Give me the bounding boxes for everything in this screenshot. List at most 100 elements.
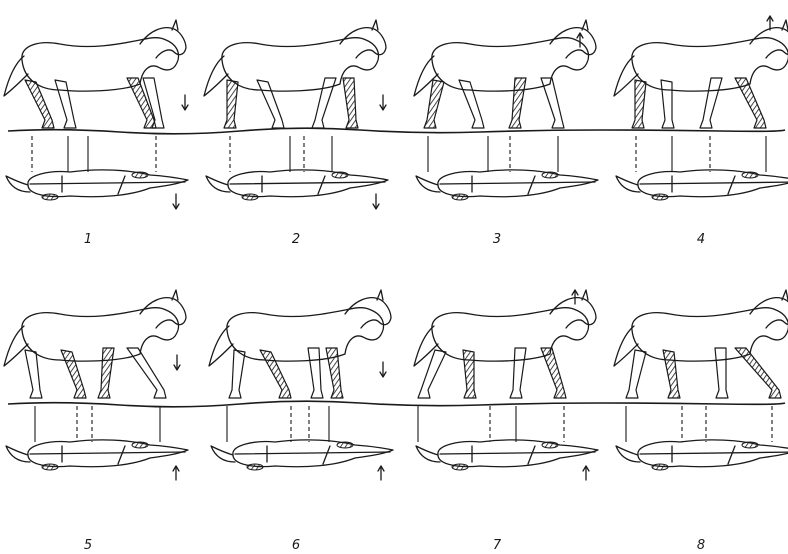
horse-side-view-8 bbox=[614, 290, 788, 398]
horse-plan-view-7 bbox=[416, 440, 598, 470]
plan-spine-line bbox=[235, 452, 390, 454]
horse-head bbox=[550, 28, 596, 58]
plan-motion-arrow-icon bbox=[583, 466, 589, 480]
horse-leg-2 bbox=[55, 80, 76, 128]
plan-motion-arrow-icon bbox=[378, 466, 384, 480]
horse-leg-3 bbox=[312, 78, 336, 128]
plan-hoof-mark bbox=[242, 194, 258, 200]
horse-tail bbox=[4, 326, 28, 366]
horse-leg-2 bbox=[459, 80, 484, 128]
horse-side-view-1 bbox=[4, 20, 186, 128]
frame-3 bbox=[414, 20, 598, 200]
frame-1 bbox=[4, 20, 188, 209]
plan-hoof-mark bbox=[742, 172, 758, 178]
horse-leg-4 bbox=[127, 348, 166, 398]
horse-leg-1 bbox=[626, 350, 646, 398]
plan-hoof-mark bbox=[742, 442, 758, 448]
horse-plan-view-1 bbox=[6, 170, 188, 200]
plan-spine-line bbox=[30, 182, 185, 184]
plan-hoof-mark bbox=[652, 464, 668, 470]
horse-plan-view-6 bbox=[211, 440, 393, 470]
frame-number-6: 6 bbox=[292, 538, 300, 553]
frame-6 bbox=[209, 290, 393, 480]
horse-side-view-2 bbox=[204, 20, 386, 128]
frame-2 bbox=[204, 20, 388, 209]
plan-hip-line bbox=[323, 446, 330, 464]
horse-leg-3 bbox=[98, 348, 114, 398]
horse-tail bbox=[4, 56, 28, 96]
plan-tail bbox=[416, 176, 440, 192]
plan-tail bbox=[206, 176, 230, 192]
horse-leg-1 bbox=[224, 80, 238, 128]
plan-hoof-mark bbox=[542, 442, 558, 448]
frame-4 bbox=[614, 16, 788, 200]
plan-spine-line bbox=[640, 182, 788, 184]
horse-leg-4 bbox=[541, 348, 566, 398]
plan-spine-line bbox=[30, 452, 185, 454]
horse-body bbox=[227, 308, 384, 361]
horse-head bbox=[140, 298, 186, 328]
horse-leg-3 bbox=[127, 78, 156, 128]
horse-tail bbox=[204, 56, 228, 96]
horse-tail bbox=[414, 326, 438, 366]
horse-leg-4 bbox=[735, 78, 766, 128]
horse-head bbox=[340, 28, 386, 58]
plan-spine-line bbox=[440, 452, 595, 454]
horse-leg-2 bbox=[663, 350, 680, 398]
frame-7 bbox=[414, 290, 598, 480]
horse-leg-3 bbox=[700, 78, 722, 128]
horse-body bbox=[22, 308, 179, 361]
plan-hoof-mark bbox=[42, 194, 58, 200]
horse-ear bbox=[582, 20, 588, 30]
plan-spine-line bbox=[640, 452, 788, 454]
frame-number-3: 3 bbox=[493, 232, 501, 247]
plan-tail bbox=[616, 176, 640, 192]
plan-hip-line bbox=[118, 446, 125, 464]
horse-side-view-5 bbox=[4, 290, 186, 398]
horse-plan-view-5 bbox=[6, 440, 188, 470]
horse-leg-1 bbox=[229, 350, 245, 398]
plan-hoof-mark bbox=[452, 194, 468, 200]
horse-ear bbox=[172, 290, 178, 300]
plan-hip-line bbox=[118, 176, 125, 194]
frame-number-8: 8 bbox=[697, 538, 705, 553]
head-motion-arrow-icon bbox=[182, 95, 188, 110]
horse-side-view-7 bbox=[414, 290, 596, 398]
plan-motion-arrow-icon bbox=[173, 194, 179, 209]
horse-leg-2 bbox=[257, 80, 284, 128]
horse-body bbox=[432, 38, 589, 91]
plan-tail bbox=[6, 176, 30, 192]
plan-motion-arrow-icon bbox=[173, 466, 179, 480]
horse-body bbox=[632, 308, 788, 361]
horse-leg-4 bbox=[343, 78, 358, 128]
head-motion-arrow-icon bbox=[380, 362, 386, 377]
plan-hip-line bbox=[728, 446, 735, 464]
plan-motion-arrow-icon bbox=[373, 194, 379, 209]
frame-number-5: 5 bbox=[84, 538, 92, 553]
head-motion-arrow-icon bbox=[572, 290, 578, 304]
frame-number-4: 4 bbox=[697, 232, 705, 247]
plan-hip-line bbox=[318, 176, 325, 194]
plan-hoof-mark bbox=[42, 464, 58, 470]
horse-plan-view-8 bbox=[616, 440, 788, 470]
horse-body bbox=[222, 38, 379, 91]
horse-leg-3 bbox=[308, 348, 323, 398]
plan-hoof-mark bbox=[652, 194, 668, 200]
horse-leg-2 bbox=[463, 350, 476, 398]
horse-plan-view-4 bbox=[616, 170, 788, 200]
horse-side-view-3 bbox=[414, 20, 596, 128]
horse-leg-3 bbox=[510, 348, 526, 398]
frame-number-7: 7 bbox=[493, 538, 502, 553]
horse-ear bbox=[377, 290, 383, 300]
plan-hoof-mark bbox=[332, 172, 348, 178]
horse-side-view-6 bbox=[209, 290, 391, 398]
head-motion-arrow-icon bbox=[174, 355, 180, 370]
horse-ear bbox=[582, 290, 588, 300]
horse-leg-1 bbox=[25, 350, 42, 398]
plan-hoof-mark bbox=[452, 464, 468, 470]
plan-hoof-mark bbox=[337, 442, 353, 448]
plan-hip-line bbox=[528, 176, 535, 194]
plan-hip-line bbox=[728, 176, 735, 194]
horse-leg-1 bbox=[418, 350, 446, 398]
horse-plan-view-3 bbox=[416, 170, 598, 200]
